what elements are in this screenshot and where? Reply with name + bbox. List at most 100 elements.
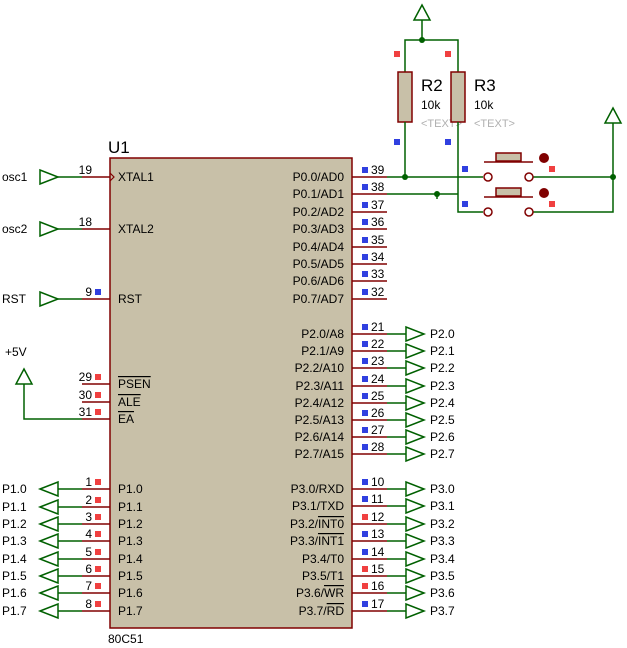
pin-name: P3.4/T0 — [302, 552, 344, 566]
resistor-r2[interactable]: R2 10k <TEXT> — [394, 51, 462, 145]
net-terminal-P3.5[interactable]: P3.5 — [387, 567, 455, 585]
pin-number: 35 — [371, 233, 385, 247]
pin-name: P0.2/AD2 — [293, 205, 345, 219]
net-terminal-P3.4[interactable]: P3.4 — [387, 550, 455, 568]
net-terminal-P2.2[interactable]: P2.2 — [387, 359, 455, 377]
pin-marker-blue — [362, 202, 368, 208]
net-terminal-P2.1[interactable]: P2.1 — [387, 342, 455, 360]
pin-name: P3.3/INT1 — [290, 534, 344, 548]
pin-name: P0.5/AD5 — [293, 257, 345, 271]
pin-marker-red — [95, 392, 101, 398]
sw1-plunger — [495, 152, 522, 162]
net-terminal-P1.3[interactable]: P1.3 — [2, 532, 82, 550]
net-terminal-P1.6[interactable]: P1.6 — [2, 584, 82, 602]
net-terminal-P2.6[interactable]: P2.6 — [387, 428, 455, 446]
net-terminal-P2.4[interactable]: P2.4 — [387, 394, 455, 412]
net-terminal-P3.7[interactable]: P3.7 — [387, 602, 455, 620]
resistor-r3[interactable]: R3 10k <TEXT> — [445, 51, 515, 145]
pin-name-prefix: P3.6/ — [296, 586, 325, 600]
vcc-terminal-right[interactable] — [533, 106, 623, 213]
net-terminal-P2.3[interactable]: P2.3 — [387, 377, 455, 395]
net-terminal-P2.7[interactable]: P2.7 — [387, 445, 455, 463]
output-terminal-icon — [405, 428, 427, 446]
pin-name: P0.4/AD4 — [293, 240, 345, 254]
pin-number: 5 — [85, 545, 92, 559]
net-terminal-P1.4[interactable]: P1.4 — [2, 550, 82, 568]
pin-number: 4 — [85, 527, 92, 541]
net-terminal-RST[interactable]: RST — [2, 290, 82, 308]
net-terminal-P1.5[interactable]: P1.5 — [2, 567, 82, 585]
net-terminal-P3.1[interactable]: P3.1 — [387, 497, 455, 515]
net-terminal-osc2[interactable]: osc2 — [2, 220, 82, 238]
net-label: P3.3 — [430, 534, 455, 548]
net-terminal-P1.1[interactable]: P1.1 — [2, 498, 82, 516]
pin-name: P1.0 — [118, 482, 143, 496]
vcc-terminal-top[interactable] — [404, 3, 459, 72]
sw2-led-icon — [539, 188, 549, 198]
output-terminal-icon — [405, 480, 427, 498]
net-label: P3.2 — [430, 517, 455, 531]
net-terminal-P3.0[interactable]: P3.0 — [387, 480, 455, 498]
net-terminal-P1.0[interactable]: P1.0 — [2, 480, 82, 498]
pin-number: 14 — [371, 545, 385, 559]
pin-marker-blue — [362, 271, 368, 277]
net-terminal-P2.5[interactable]: P2.5 — [387, 411, 455, 429]
net-terminal-P1.2[interactable]: P1.2 — [2, 515, 82, 533]
power-arrow-icon — [14, 367, 34, 385]
net-terminal-P3.2[interactable]: P3.2 — [387, 515, 455, 533]
sw2-marker-right — [549, 201, 555, 207]
net-terminal-P3.6[interactable]: P3.6 — [387, 584, 455, 602]
button-switch-2[interactable] — [462, 187, 555, 217]
pin-marker-blue — [362, 479, 368, 485]
net-label: P1.0 — [2, 482, 27, 496]
net-terminal-osc1[interactable]: osc1 — [2, 168, 82, 186]
net-terminal-P2.0[interactable]: P2.0 — [387, 325, 455, 343]
net-terminal-P3.3[interactable]: P3.3 — [387, 532, 455, 550]
pin-name: P2.1/A9 — [301, 344, 344, 358]
button-switch-1[interactable] — [462, 152, 555, 182]
power-terminal-5v[interactable]: +5V — [5, 345, 82, 420]
net-terminal-P1.7[interactable]: P1.7 — [2, 602, 82, 620]
chip-body[interactable] — [109, 157, 353, 629]
net-label: P2.7 — [430, 447, 455, 461]
sw2-contact-left — [483, 207, 493, 217]
